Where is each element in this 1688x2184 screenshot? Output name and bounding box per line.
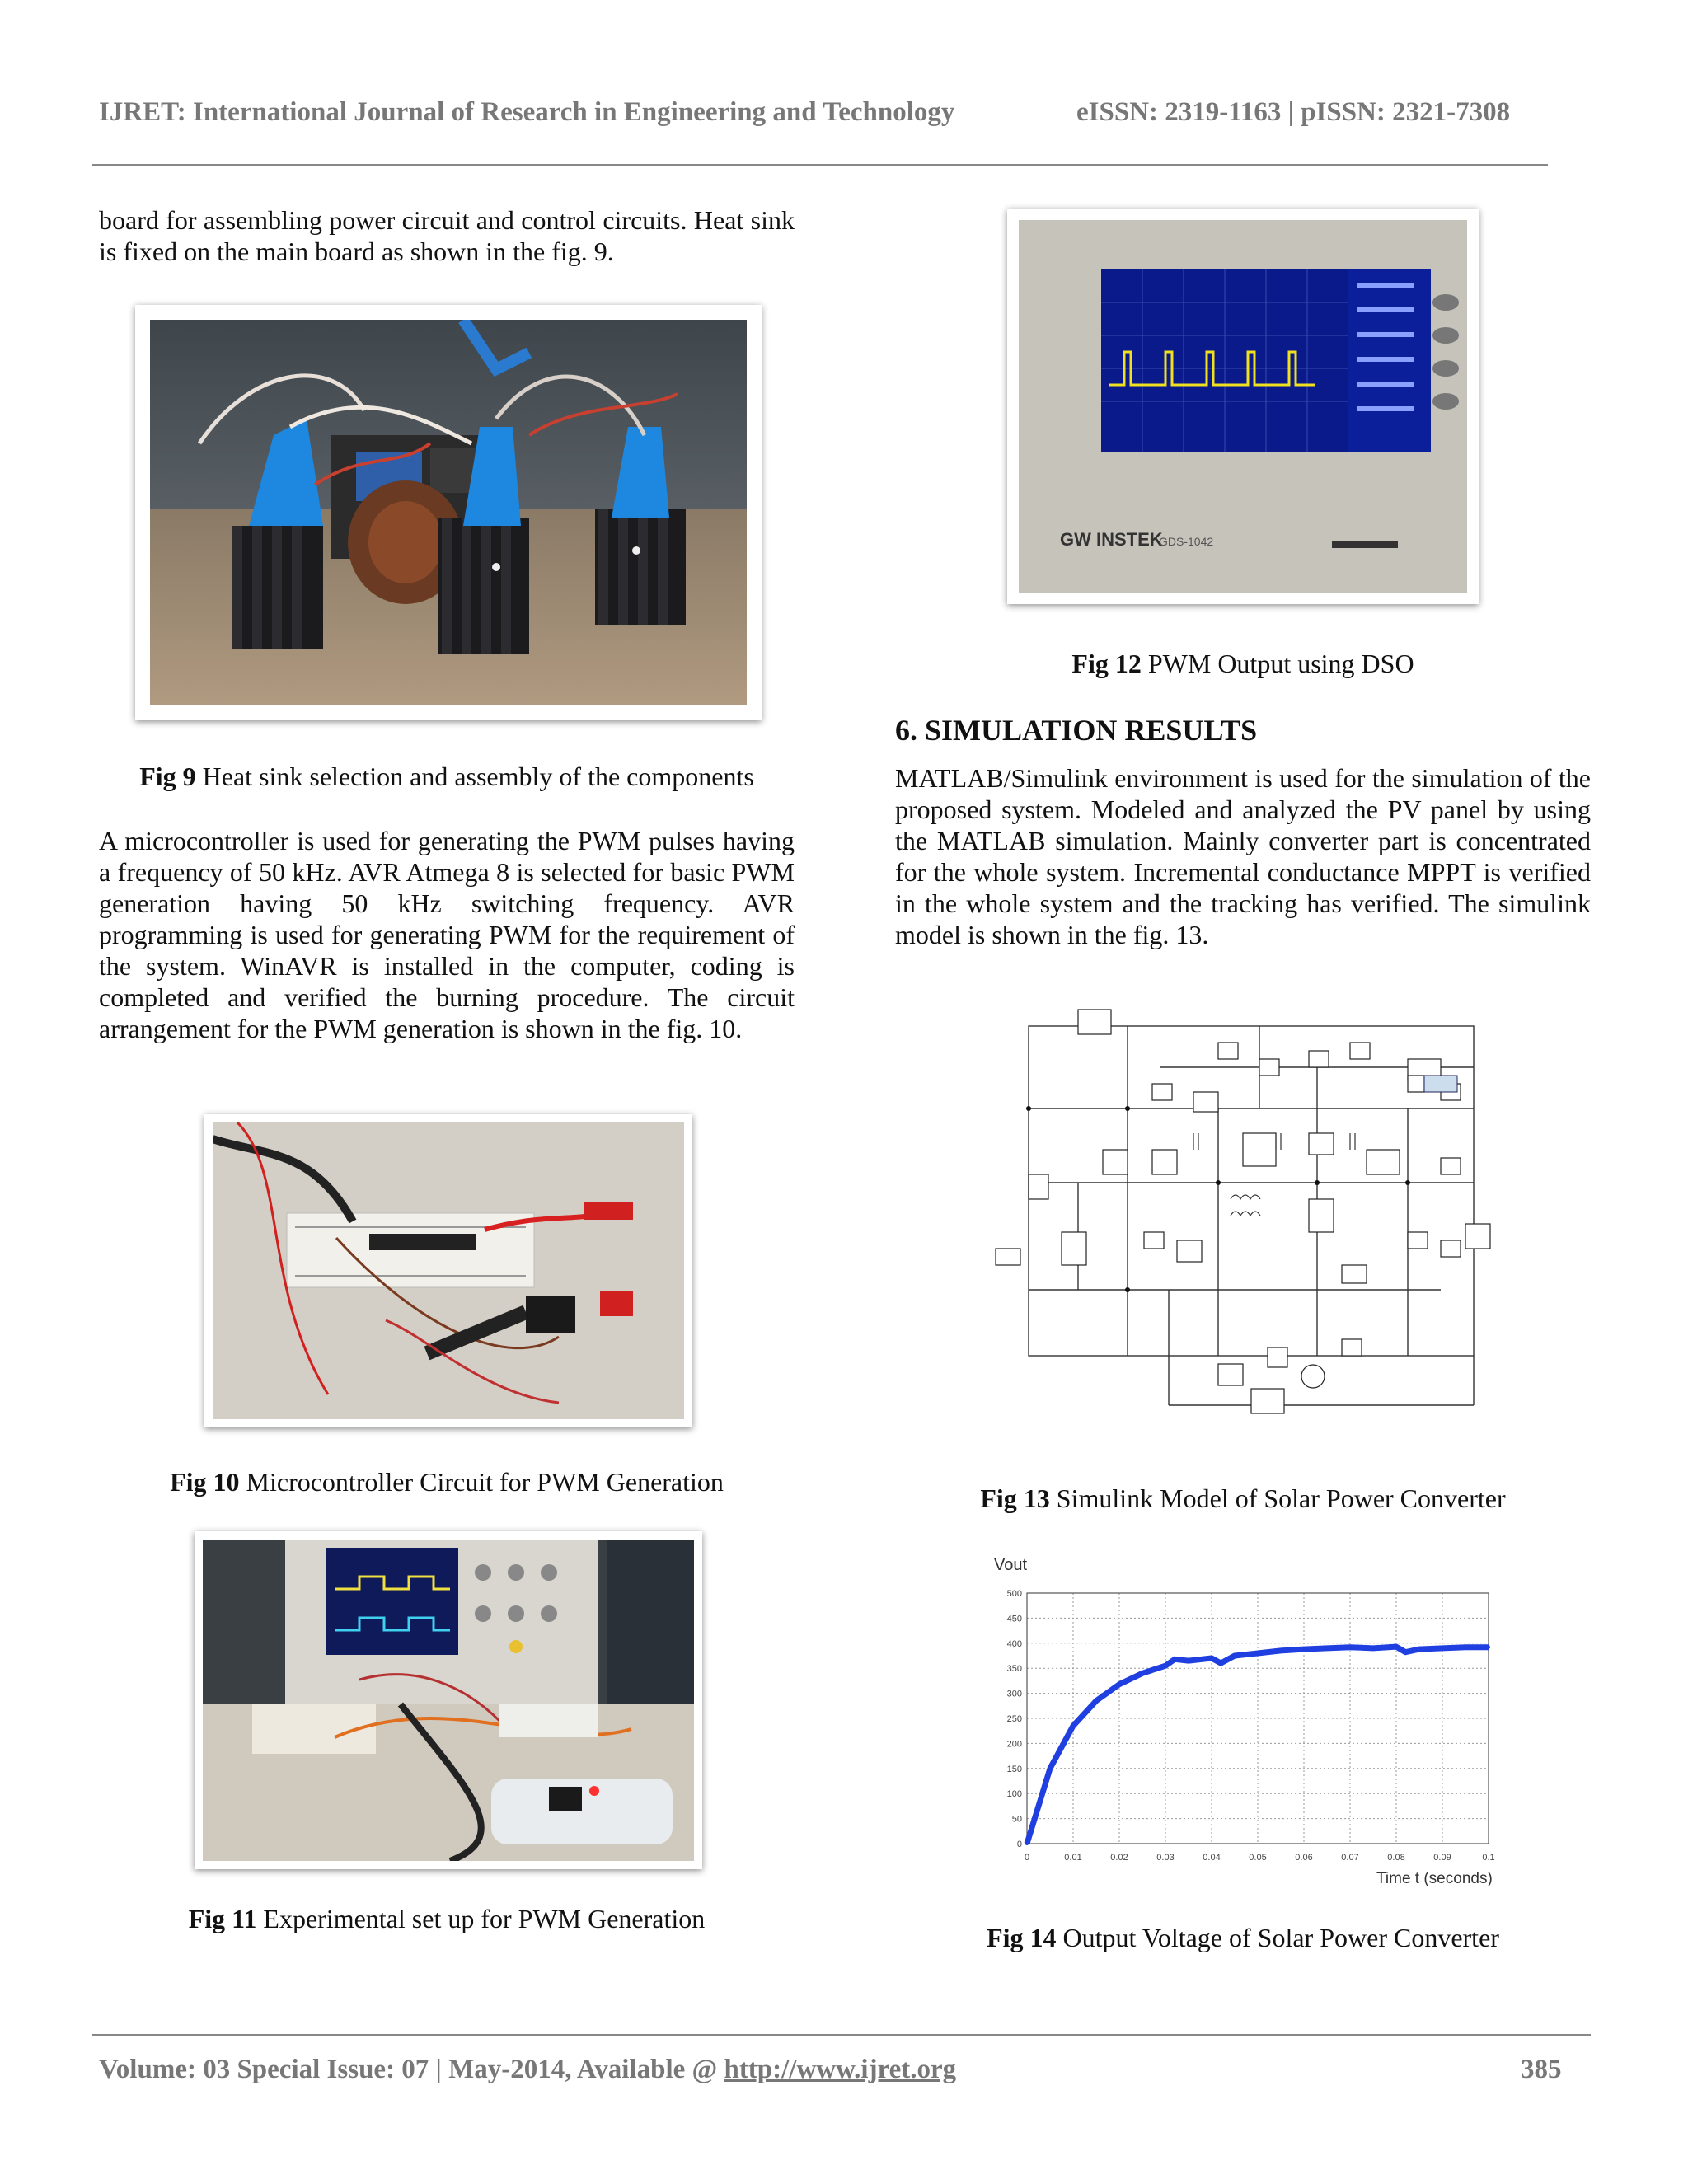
series-vout-point xyxy=(1325,1646,1329,1650)
paragraph-microcontroller: A microcontroller is used for generating… xyxy=(99,826,795,1043)
series-vout-point xyxy=(1418,1647,1421,1652)
figure-9-photo xyxy=(150,320,747,705)
series-vout-point xyxy=(1395,1645,1398,1649)
figure-13-label: Fig 13 xyxy=(980,1483,1050,1513)
x-tick-label: 0.09 xyxy=(1433,1853,1451,1863)
series-vout-point xyxy=(1025,1842,1029,1845)
y-tick-label: 450 xyxy=(1007,1614,1022,1624)
simulink-model-image xyxy=(995,1009,1491,1414)
series-vout-point xyxy=(1141,1671,1144,1675)
y-tick-label: 250 xyxy=(1007,1714,1022,1724)
paragraph-simulation: MATLAB/Simulink environment is used for … xyxy=(895,763,1591,949)
figure-10-text: Microcontroller Circuit for PWM Generati… xyxy=(239,1467,724,1497)
series-vout-point xyxy=(1404,1650,1408,1654)
figure-14-text: Output Voltage of Solar Power Converter xyxy=(1056,1923,1499,1952)
figure-13-diagram xyxy=(946,993,1512,1422)
figure-11-frame xyxy=(195,1531,702,1869)
page-number: 385 xyxy=(1521,2055,1562,2084)
y-tick-label: 400 xyxy=(1007,1639,1022,1649)
experimental-setup-photo-image xyxy=(203,1540,694,1861)
figure-11-photo xyxy=(203,1540,694,1861)
figure-11-label: Fig 11 xyxy=(188,1904,257,1933)
header-rule xyxy=(92,164,1548,166)
figure-9-label: Fig 9 xyxy=(139,762,196,791)
journal-title: IJRET: International Journal of Research… xyxy=(99,97,955,127)
series-vout-point xyxy=(1071,1724,1075,1728)
chart-ylabel: Vout xyxy=(994,1556,1027,1574)
figure-11-text: Experimental set up for PWM Generation xyxy=(256,1904,706,1933)
series-vout-point xyxy=(1372,1646,1375,1650)
y-tick-label: 150 xyxy=(1007,1765,1022,1774)
breadboard-photo-image xyxy=(213,1122,684,1419)
x-tick-label: 0 xyxy=(1025,1853,1029,1863)
footer-rule xyxy=(92,2034,1591,2036)
series-vout-point xyxy=(1348,1645,1352,1649)
x-tick-label: 0.08 xyxy=(1387,1853,1404,1863)
series-vout-point xyxy=(1302,1647,1306,1652)
chart-xlabel: Time t (seconds) xyxy=(1376,1870,1493,1887)
issn-label: eISSN: 2319-1163 | pISSN: 2321-7308 xyxy=(1076,97,1511,127)
series-vout-point xyxy=(1173,1657,1177,1661)
dso-brand-text: GW INSTEK xyxy=(1060,529,1163,550)
heat-sink-photo-image xyxy=(150,320,747,705)
x-tick-label: 0.05 xyxy=(1249,1853,1266,1863)
figure-14-caption: Fig 14 Output Voltage of Solar Power Con… xyxy=(895,1923,1591,1953)
series-vout-point xyxy=(1187,1659,1190,1663)
series-vout-point xyxy=(1048,1766,1052,1770)
series-vout-point xyxy=(1210,1657,1213,1661)
footer-volume: Volume: 03 Special Issue: 07 | May-2014,… xyxy=(99,2055,724,2084)
series-vout-point xyxy=(1164,1664,1167,1668)
figure-10-photo xyxy=(213,1122,684,1419)
figure-14-chart: Vout Time t (seconds) 0 0.01 0.02 0.03 0.04 0… xyxy=(981,1545,1508,1908)
series-vout-point xyxy=(1219,1661,1223,1666)
x-tick-label: 0.04 xyxy=(1203,1853,1220,1863)
figure-12-photo: GW INSTEK GDS-1042 xyxy=(1019,220,1467,593)
figure-12-caption: Fig 12 PWM Output using DSO xyxy=(895,649,1591,679)
figure-12-label: Fig 12 xyxy=(1071,649,1142,678)
series-vout-line xyxy=(1024,1643,1489,1845)
series-vout-point xyxy=(1118,1682,1121,1686)
figure-9-frame xyxy=(135,305,762,720)
y-tick-label: 100 xyxy=(1007,1789,1022,1799)
series-vout-point xyxy=(1256,1651,1259,1655)
figure-14-label: Fig 14 xyxy=(987,1923,1057,1952)
x-tick-label: 0.03 xyxy=(1156,1853,1174,1863)
figure-10-label: Fig 10 xyxy=(170,1467,240,1497)
x-tick-label: 0.1 xyxy=(1482,1853,1494,1863)
series-vout-point xyxy=(1464,1645,1467,1649)
figure-11-caption: Fig 11 Experimental set up for PWM Gener… xyxy=(99,1904,795,1934)
y-tick-label: 50 xyxy=(1012,1815,1022,1825)
footer-text: Volume: 03 Special Issue: 07 | May-2014,… xyxy=(99,2055,956,2085)
chart-plot-frame xyxy=(1026,1592,1489,1844)
output-voltage-chart: Vout Time t (seconds) 0 0.01 0.02 0.03 0.04 0… xyxy=(994,1556,1495,1887)
y-tick-label: 350 xyxy=(1007,1664,1022,1674)
section-heading: 6. SIMULATION RESULTS xyxy=(895,714,1258,747)
x-tick-label: 0.02 xyxy=(1110,1853,1128,1863)
footer-link[interactable]: http://www.ijret.org xyxy=(724,2055,957,2084)
y-tick-label: 500 xyxy=(1007,1589,1022,1599)
series-vout-point xyxy=(1441,1646,1444,1650)
figure-12-text: PWM Output using DSO xyxy=(1141,649,1414,678)
figure-10-frame xyxy=(204,1114,692,1427)
x-tick-label: 0.06 xyxy=(1295,1853,1312,1863)
dso-model-text: GDS-1042 xyxy=(1159,535,1213,548)
dso-photo-image: GW INSTEK GDS-1042 xyxy=(1019,220,1467,593)
series-vout-point xyxy=(1233,1654,1236,1657)
x-tick-label: 0.01 xyxy=(1064,1853,1081,1863)
series-vout-point xyxy=(1279,1648,1282,1652)
paragraph-intro: board for assembling power circuit and c… xyxy=(99,205,795,266)
series-vout-point xyxy=(1095,1699,1098,1703)
figure-13-text: Simulink Model of Solar Power Converter xyxy=(1049,1483,1506,1513)
figure-9-text: Heat sink selection and assembly of the … xyxy=(195,762,754,791)
y-tick-label: 200 xyxy=(1007,1739,1022,1749)
figure-13-caption: Fig 13 Simulink Model of Solar Power Con… xyxy=(895,1483,1591,1514)
figure-9-caption: Fig 9 Heat sink selection and assembly o… xyxy=(99,762,795,792)
figure-10-caption: Fig 10 Microcontroller Circuit for PWM G… xyxy=(99,1467,795,1497)
figure-12-frame: GW INSTEK GDS-1042 xyxy=(1007,209,1479,604)
x-tick-label: 0.07 xyxy=(1341,1853,1358,1863)
y-tick-label: 0 xyxy=(1017,1840,1022,1849)
y-tick-label: 300 xyxy=(1007,1690,1022,1699)
series-vout-point xyxy=(1487,1645,1490,1649)
